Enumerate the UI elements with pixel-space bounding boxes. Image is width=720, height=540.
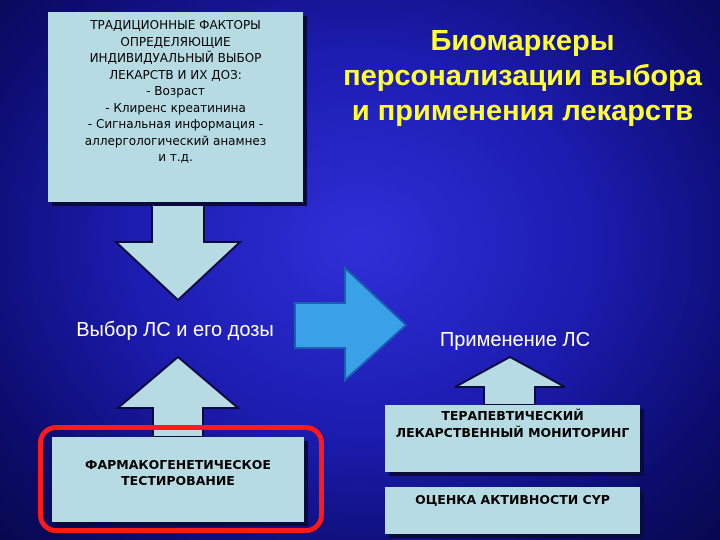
- pharmacogenetic-testing-box: ФАРМАКОГЕНЕТИЧЕСКОЕ ТЕСТИРОВАНИЕ: [52, 437, 304, 522]
- drug-choice-label: Выбор ЛС и его дозы: [76, 319, 274, 341]
- factors-line: ЛЕКАРСТВ И ИХ ДОЗ:: [109, 67, 242, 82]
- traditional-factors-box: ТРАДИЦИОННЫЕ ФАКТОРЫ ОПРЕДЕЛЯЮЩИЕ ИНДИВИ…: [48, 12, 303, 202]
- drug-application-label: Применение ЛС: [439, 329, 591, 351]
- up-arrow-pgx: [115, 355, 241, 438]
- factors-line: ТРАДИЦИОННЫЕ ФАКТОРЫ: [90, 18, 261, 32]
- slide-title: Биомаркеры персонализации выбора и приме…: [343, 25, 702, 127]
- factors-line: ИНДИВИДУАЛЬНЫЙ ВЫБОР: [89, 51, 262, 65]
- factors-line: ОПРЕДЕЛЯЮЩИЕ: [120, 34, 231, 49]
- factor-item: - Возраст: [146, 84, 205, 98]
- cyp-activity-box: ОЦЕНКА АКТИВНОСТИ CYP: [385, 487, 640, 534]
- right-arrow: [294, 265, 408, 383]
- highlight-frame: [38, 425, 324, 533]
- factor-item: и т.д.: [158, 150, 193, 164]
- factor-item: - Сигнальная информация - аллергологичес…: [84, 117, 267, 148]
- factor-item: - Клиренс креатинина: [105, 100, 246, 115]
- therapeutic-monitoring-box: ТЕРАПЕВТИЧЕСКИЙ ЛЕКАРСТВЕННЫЙ МОНИТОРИНГ: [385, 405, 640, 472]
- down-arrow: [113, 201, 243, 302]
- up-arrow-tdm: [454, 355, 566, 406]
